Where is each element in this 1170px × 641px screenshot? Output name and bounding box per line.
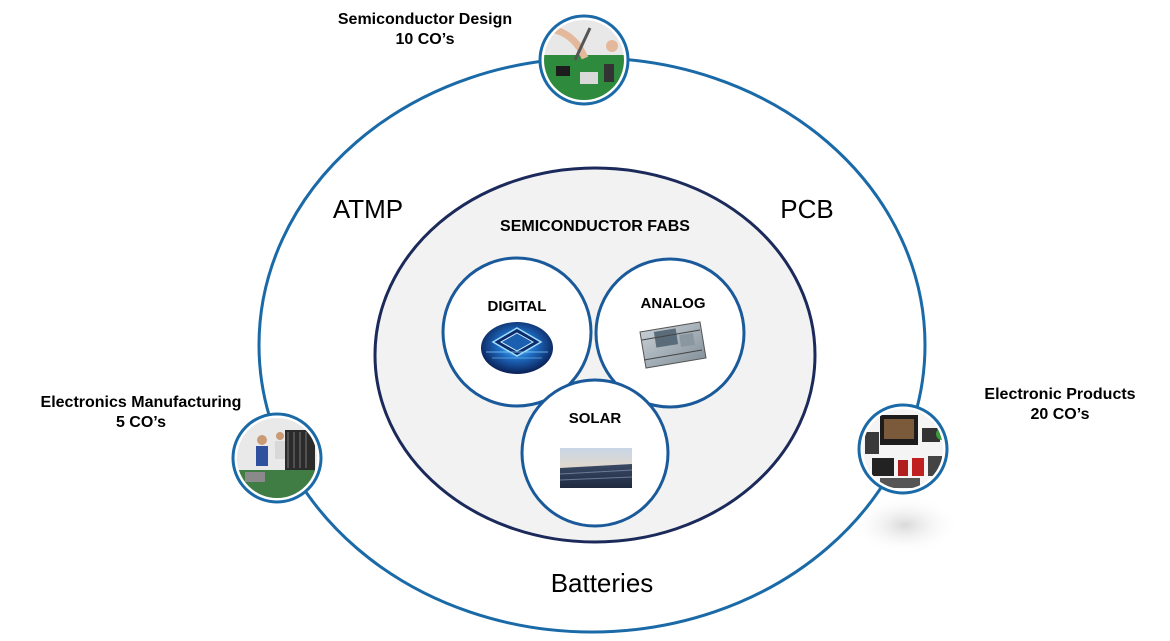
factory-workers-photo [237,418,317,498]
solar-panel-icon [559,448,633,488]
digital-segment [441,256,593,408]
products-label: Electronic Products 20 CO’s [955,385,1165,425]
design-name: Semiconductor Design [337,11,513,28]
segment-label-digital: DIGITAL [487,298,547,315]
ring-label-batteries: Batteries [550,568,654,598]
products-shadow [850,495,960,555]
products-satellite [857,403,949,495]
products-name: Electronic Products [984,386,1136,403]
segment-label-solar: SOLAR [568,410,622,427]
products-count: 20 CO’s [1030,406,1090,423]
design-satellite [538,14,630,106]
circuit-board-icon [639,321,707,369]
ring-label-pcb: PCB [780,194,834,224]
segment-label-analog: ANALOG [640,295,706,312]
manufacturing-name: Electronics Manufacturing [40,394,242,411]
manufacturing-count: 5 CO’s [115,414,167,431]
ring-label-atmp: ATMP [332,194,404,224]
chip-icon [481,322,553,374]
fabs-circle [373,166,817,544]
pcb-soldering-photo [544,20,624,100]
consumer-devices-photo [863,409,943,489]
analog-segment [594,257,746,409]
manufacturing-label: Electronics Manufacturing 5 CO’s [10,393,272,433]
design-count: 10 CO’s [395,31,455,48]
manufacturing-satellite [231,412,323,504]
solar-segment [520,378,670,528]
fabs-title: SEMICONDUCTOR FABS [500,218,690,235]
design-label: Semiconductor Design 10 CO’s [300,10,550,50]
